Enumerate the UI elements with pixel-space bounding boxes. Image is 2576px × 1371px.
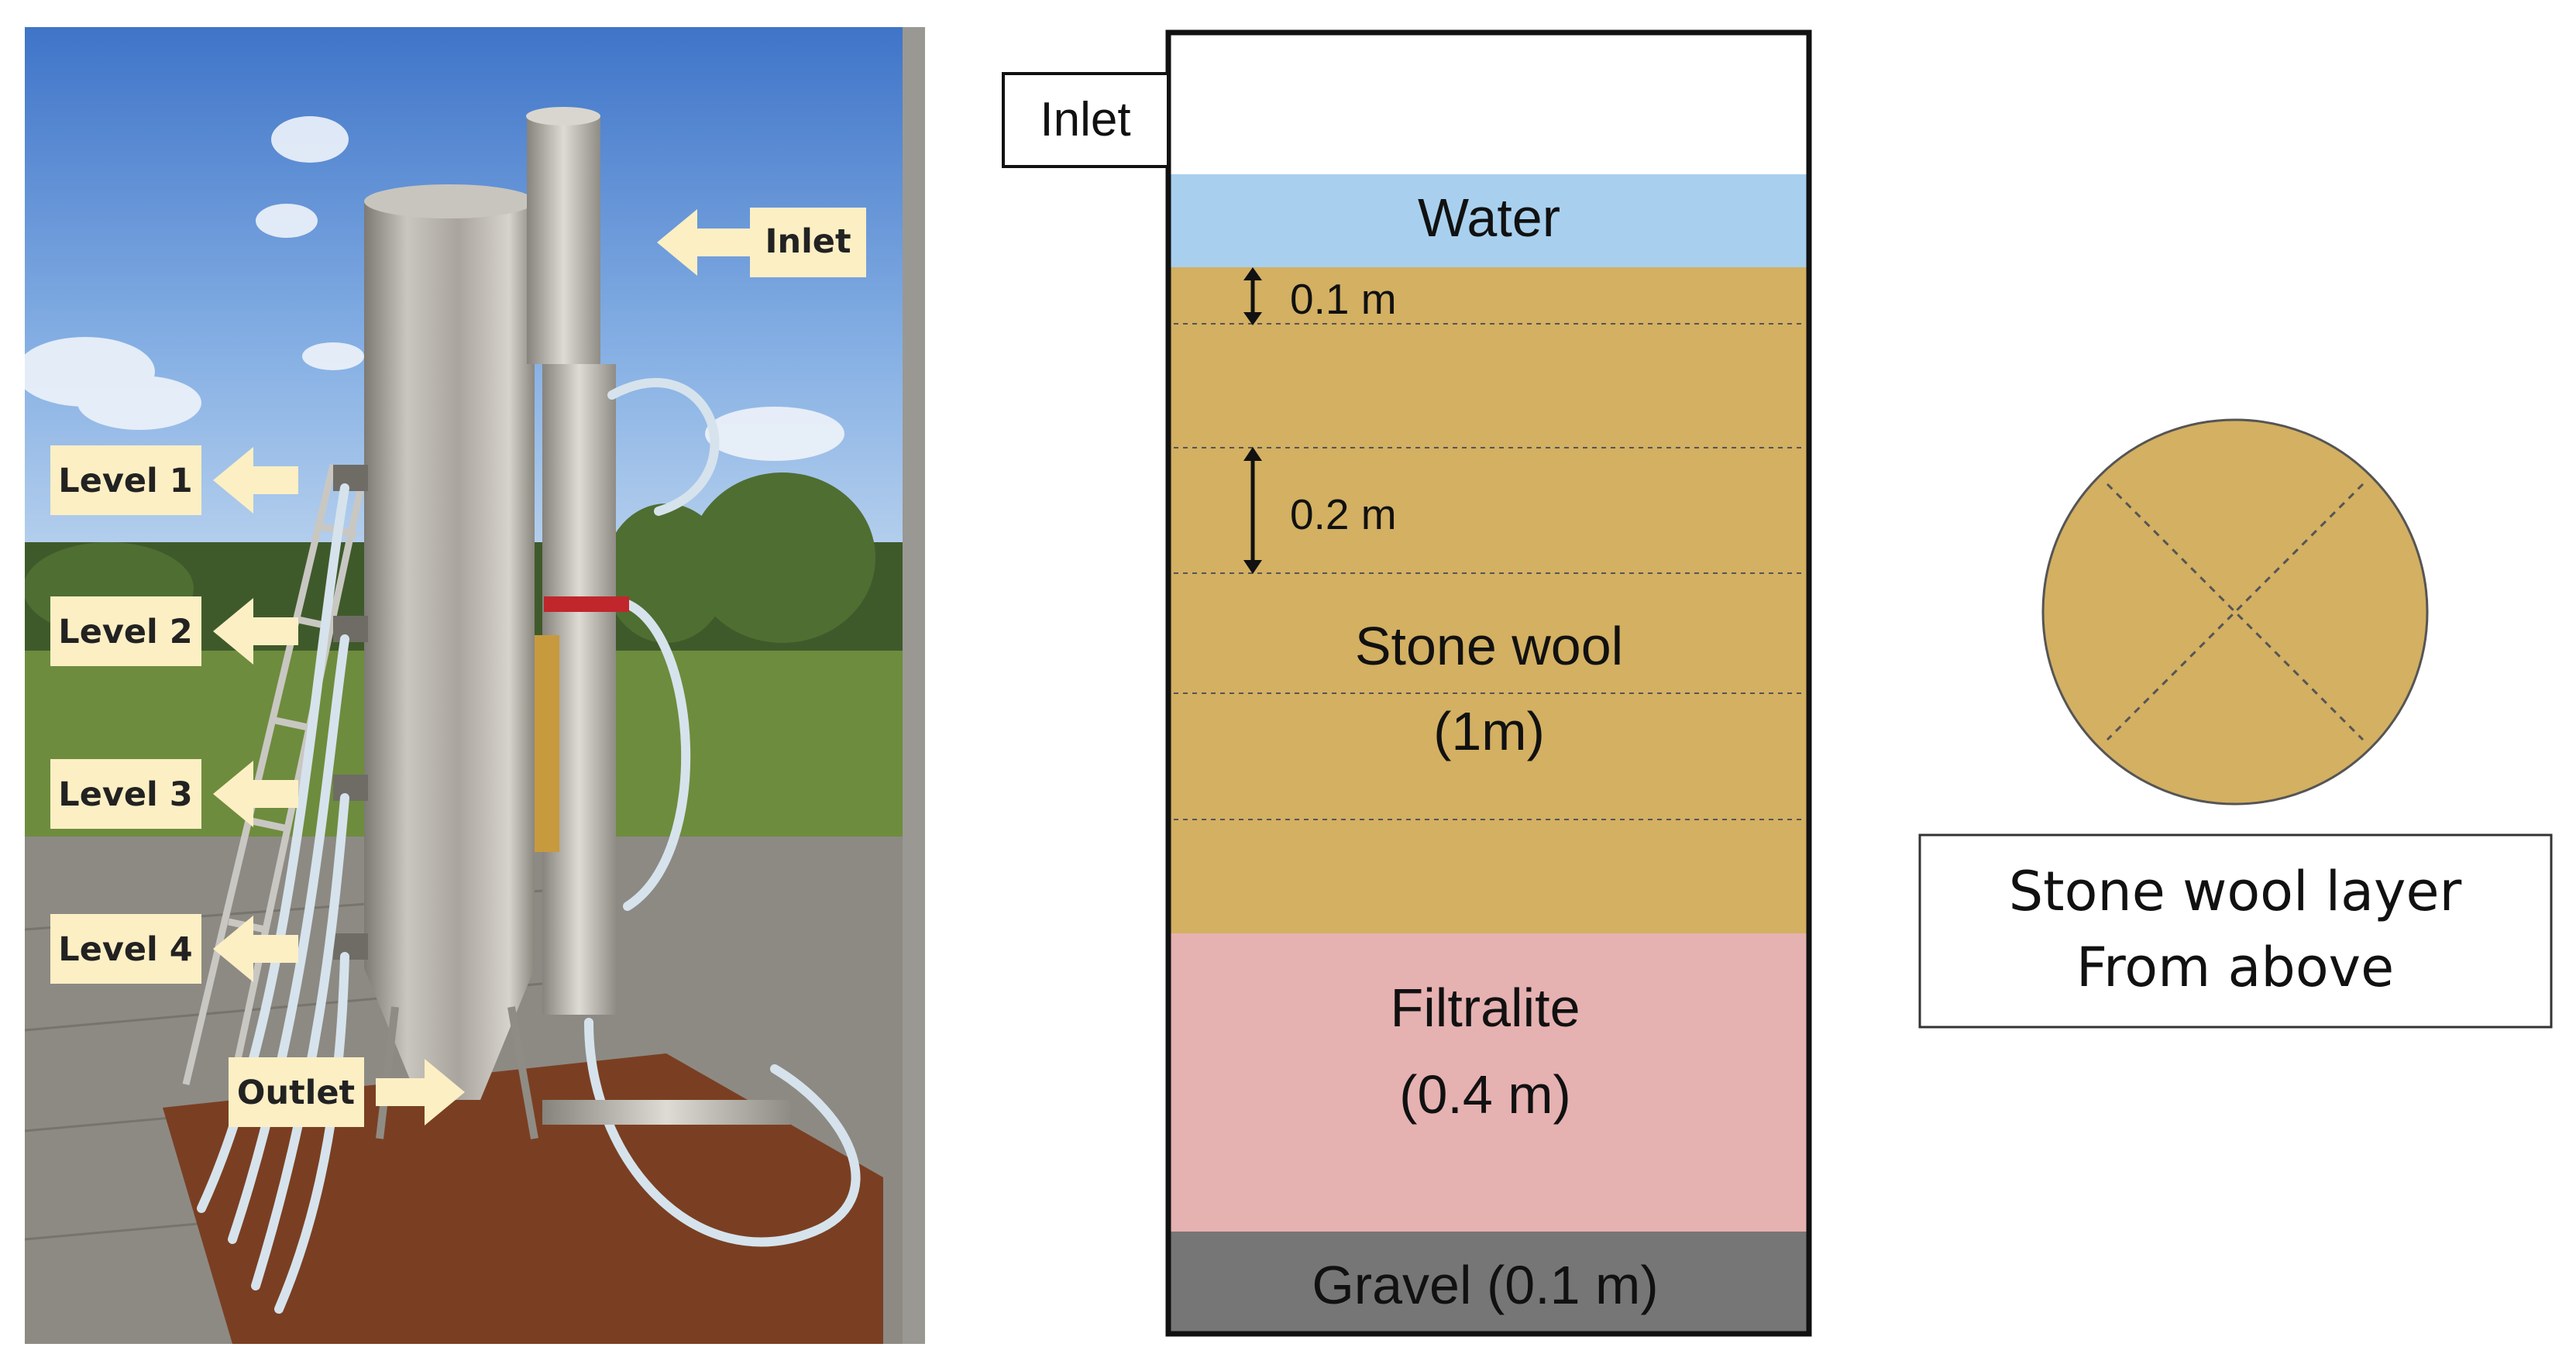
- level2-arrow: [213, 598, 298, 665]
- top-view-caption-line2: From above: [2076, 936, 2394, 999]
- inlet-pipe: [527, 116, 600, 364]
- large-dimension-label: 0.2 m: [1290, 490, 1397, 538]
- outlet-label-box: [229, 1057, 364, 1127]
- photo-level2-label: Level 2: [58, 613, 192, 651]
- stone-wool-label: Stone wool: [1355, 616, 1623, 676]
- photo-level4-label: Level 4: [58, 930, 192, 969]
- port-nipples: [333, 465, 368, 960]
- sublayer-dividers: [1174, 323, 1805, 820]
- photo-panel: Inlet Level 1 Level 2 Level 3 Level 4 Ou…: [25, 27, 925, 1344]
- outlet-callout: Outlet: [229, 1057, 465, 1127]
- tank-legs: [376, 1006, 538, 1139]
- photo-level3-label: Level 3: [58, 775, 192, 814]
- level4-label-box: [50, 914, 201, 984]
- inlet-arrow: [657, 209, 750, 276]
- filtralite-size: (0.4 m): [1399, 1064, 1571, 1125]
- level3-arrow: [213, 761, 298, 827]
- level1-label-box: [50, 445, 201, 515]
- tank-top: [364, 184, 535, 218]
- stone-wool-layer: [1170, 267, 1809, 933]
- level2-callout: Level 2: [50, 596, 298, 666]
- level3-label-box: [50, 759, 201, 829]
- column-inlet-label: Inlet: [1040, 93, 1130, 146]
- large-dimension: [1243, 447, 1262, 574]
- outlet-arrow: [376, 1059, 465, 1125]
- flow-meter: [535, 635, 559, 852]
- inlet-box: Inlet: [1002, 72, 1170, 168]
- top-view-caption-box: [1918, 833, 2553, 1029]
- right-pole: [903, 27, 925, 1344]
- water-label: Water: [1418, 187, 1560, 248]
- top-view-caption-line1: Stone wool layer: [2009, 860, 2462, 923]
- level1-arrow: [213, 447, 298, 514]
- top-view: Stone wool layer From above: [1918, 418, 2553, 1029]
- water-layer: [1170, 174, 1809, 267]
- gravel-label: Gravel (0.1 m): [1312, 1255, 1658, 1315]
- stone-wool-size: (1m): [1433, 701, 1545, 761]
- column-diagram: Inlet Water 0.1 m 0.2 m Stone wool (1m) …: [1002, 29, 1812, 1337]
- gravel-layer: [1170, 1232, 1809, 1332]
- level2-label-box: [50, 596, 201, 666]
- small-dimension-label: 0.1 m: [1290, 275, 1397, 323]
- inlet-callout: Inlet: [657, 208, 866, 277]
- column-outline: [1165, 29, 1812, 1337]
- tank-cone: [364, 968, 535, 1100]
- outlet-pipe: [542, 1100, 790, 1125]
- level1-callout: Level 1: [50, 445, 298, 515]
- clouds: [25, 116, 844, 461]
- tank-body: [364, 201, 535, 968]
- photo-level1-label: Level 1: [58, 462, 192, 500]
- level3-callout: Level 3: [50, 759, 298, 829]
- red-valve: [544, 596, 629, 612]
- inlet-pipe-top: [526, 107, 600, 125]
- filtralite-label: Filtralite: [1390, 978, 1580, 1038]
- inlet-label-box: [750, 208, 866, 277]
- photo-outlet-label: Outlet: [237, 1074, 355, 1112]
- level4-arrow: [213, 916, 298, 982]
- filtralite-layer: [1170, 933, 1809, 1232]
- photo-inlet-label: Inlet: [765, 222, 851, 261]
- small-dimension: [1243, 267, 1262, 325]
- stone-wool-disc: [2041, 418, 2429, 806]
- level4-callout: Level 4: [50, 914, 298, 984]
